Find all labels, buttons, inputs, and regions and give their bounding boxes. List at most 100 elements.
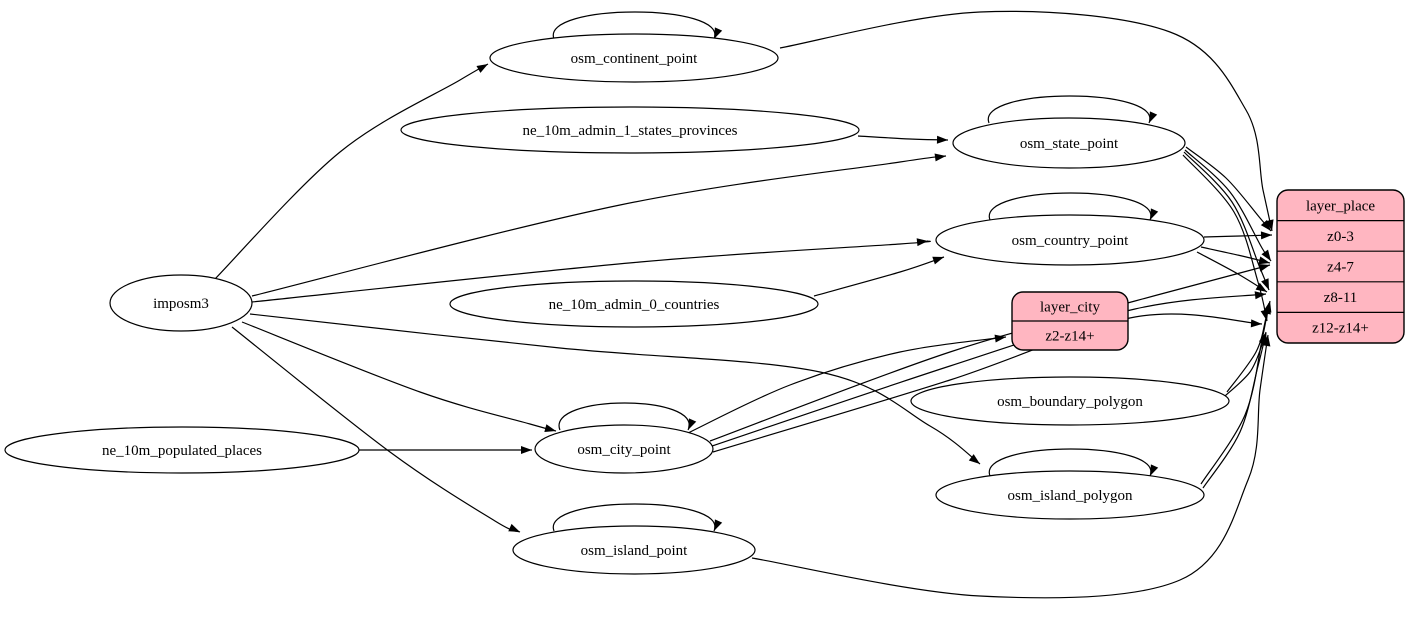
- osm_island_point-label: osm_island_point: [581, 543, 689, 559]
- arrowhead-icon: [508, 523, 520, 532]
- self-loop-spline: [988, 448, 1152, 477]
- layer_place-row-1-label: z0-3: [1327, 229, 1354, 245]
- node-osm_continent_point: osm_continent_point: [489, 33, 779, 83]
- edge-spline: [1202, 332, 1267, 489]
- edge-layer: [213, 10, 1274, 599]
- imposm3-label: imposm3: [153, 296, 209, 312]
- edge-ne_10m_admin_0_countries-to-osm_country_point: [813, 256, 945, 297]
- osm_boundary_polygon-label: osm_boundary_polygon: [997, 394, 1143, 410]
- edge-osm_country_point-self-loop: [988, 192, 1159, 221]
- edge-ne_10m_populated_places-to-osm_city_point: [358, 446, 532, 454]
- arrowhead-icon: [1260, 220, 1271, 231]
- edge-spline: [249, 313, 981, 465]
- arrowhead-icon: [968, 454, 980, 464]
- ne_10m_populated_places-label: ne_10m_populated_places: [102, 443, 262, 459]
- edge-osm_country_point-to-layer_place.z4-7: [1200, 246, 1271, 265]
- edge-spline: [1183, 151, 1270, 291]
- record-layer_city: layer_city z2-z14+: [1011, 291, 1129, 351]
- layer_place-shape: [1276, 189, 1405, 344]
- arrowhead-icon: [936, 135, 948, 144]
- edge-imposm3-to-osm_continent_point: [213, 63, 489, 281]
- edge-spline: [813, 256, 945, 297]
- edge-spline: [712, 313, 1263, 453]
- arrowhead-icon: [688, 418, 697, 430]
- layer_place-row-0-label: layer_place: [1306, 198, 1375, 214]
- arrowhead-icon: [1254, 291, 1266, 300]
- node-ne_10m_populated_places: ne_10m_populated_places: [4, 426, 360, 474]
- edge-osm_state_point-to-layer_place.z8-11: [1183, 151, 1270, 291]
- edge-osm_island_polygon-self-loop: [988, 448, 1159, 477]
- arrowhead-icon: [1250, 319, 1262, 328]
- node-osm_boundary_polygon: osm_boundary_polygon: [910, 376, 1230, 426]
- edge-osm_boundary_polygon-to-layer_place.z8-11: [1226, 300, 1272, 393]
- arrowhead-icon: [934, 153, 946, 162]
- osm_continent_point-label: osm_continent_point: [571, 51, 698, 67]
- edge-imposm3-to-osm_country_point: [251, 238, 931, 303]
- arrowhead-icon: [1150, 208, 1159, 220]
- ne_10m_populated_places-shape: [4, 426, 360, 474]
- arrowhead-icon: [714, 519, 723, 531]
- arrowhead-icon: [714, 27, 723, 39]
- arrowhead-icon: [1263, 301, 1272, 313]
- self-loop-spline: [558, 402, 690, 431]
- arrowhead-icon: [994, 334, 1006, 343]
- imposm3-shape: [109, 274, 253, 332]
- edge-osm_state_point-to-layer_place.z4-7: [1184, 149, 1272, 262]
- layer_city-row-1-label: z2-z14+: [1045, 329, 1094, 345]
- ne_10m_admin_1_states_provinces-label: ne_10m_admin_1_states_provinces: [523, 123, 738, 139]
- osm_island_point-shape: [512, 525, 756, 575]
- node-osm_island_point: osm_island_point: [512, 525, 756, 575]
- node-osm_state_point: osm_state_point: [952, 117, 1186, 169]
- edge-imposm3-to-osm_island_point: [231, 326, 521, 533]
- ne_10m_admin_0_countries-shape: [449, 280, 819, 328]
- self-loop-spline: [552, 503, 716, 532]
- arrowhead-icon: [1261, 278, 1269, 290]
- osm_boundary_polygon-shape: [910, 376, 1230, 426]
- edge-spline: [687, 336, 1007, 434]
- layer_place-row-3-label: z8-11: [1324, 290, 1358, 306]
- edge-spline: [251, 155, 947, 297]
- edge-spline: [1185, 146, 1272, 232]
- layer_place-row-4-label: z12-z14+: [1312, 321, 1369, 337]
- edge-spline: [241, 321, 557, 432]
- edge-imposm3-to-osm_island_polygon: [249, 313, 981, 465]
- osm_city_point-shape: [534, 424, 714, 474]
- arrowhead-icon: [916, 238, 928, 247]
- node-imposm3: imposm3: [109, 274, 253, 332]
- edge-osm_city_point-to-layer_place.z12-z14+: [712, 313, 1263, 453]
- edge-ne_10m_admin_1_states_provinces-to-osm_state_point: [857, 135, 949, 144]
- node-ne_10m_admin_0_countries: ne_10m_admin_0_countries: [449, 280, 819, 328]
- edge-osm_island_point-self-loop: [552, 503, 723, 532]
- edge-osm_boundary_polygon-to-layer_place.z12-z14+: [1224, 331, 1267, 397]
- edge-spline: [213, 63, 489, 281]
- edge-osm_city_point-self-loop: [558, 402, 697, 431]
- osm_country_point-shape: [935, 214, 1205, 266]
- arrowhead-icon: [1260, 231, 1272, 240]
- arrowhead-icon: [476, 64, 488, 73]
- edge-osm_state_point-self-loop: [987, 95, 1158, 124]
- node-layer: imposm3 osm_continent_point ne_10m_admin_1…: [4, 33, 1405, 575]
- arrowhead-icon: [1258, 256, 1270, 265]
- self-loop-spline: [987, 95, 1151, 124]
- osm_city_point-label: osm_city_point: [577, 442, 671, 458]
- ne_10m_admin_1_states_provinces-shape: [400, 106, 860, 154]
- self-loop-spline: [988, 192, 1152, 221]
- node-ne_10m_admin_1_states_provinces: ne_10m_admin_1_states_provinces: [400, 106, 860, 154]
- layer_place-row-2-label: z4-7: [1327, 260, 1354, 276]
- osm_state_point-shape: [952, 117, 1186, 169]
- node-osm_island_polygon: osm_island_polygon: [935, 470, 1205, 520]
- layer_city-row-0-label: layer_city: [1040, 300, 1100, 316]
- edge-spline: [251, 240, 931, 303]
- record-layer_place: layer_place z0-3 z4-7 z8-11 z12-z14+: [1276, 189, 1405, 344]
- edge-osm_state_point-to-layer_place.z0-3: [1185, 146, 1272, 232]
- edge-imposm3-to-osm_state_point: [251, 153, 947, 297]
- edge-spline: [231, 326, 521, 533]
- edge-osm_city_point-to-layer_city.z2-z14+: [687, 334, 1007, 434]
- edge-spline: [1182, 154, 1268, 322]
- osm_island_polygon-shape: [935, 470, 1205, 520]
- self-loop-spline: [552, 11, 716, 40]
- edge-spline: [711, 293, 1267, 447]
- arrowhead-icon: [1258, 332, 1267, 344]
